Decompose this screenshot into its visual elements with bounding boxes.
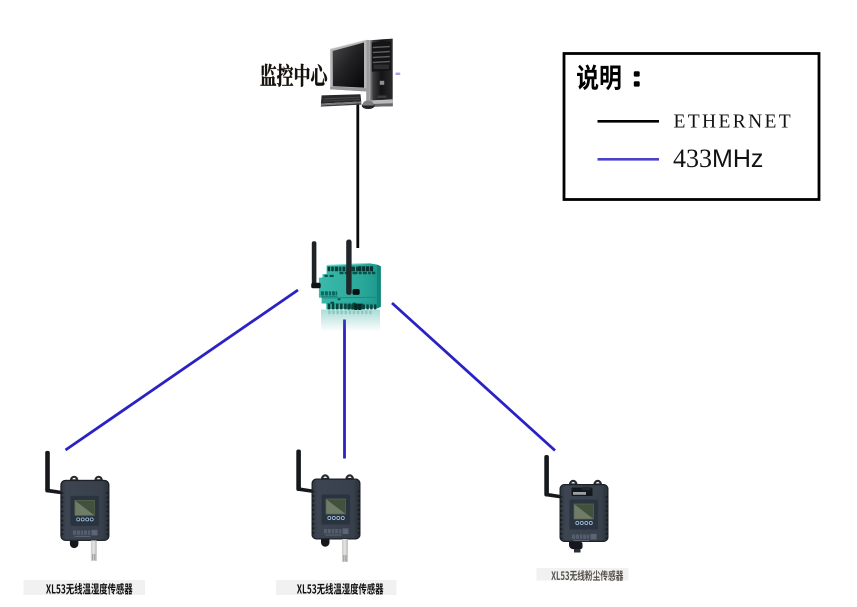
svg-text:ETHERNET: ETHERNET bbox=[674, 111, 794, 132]
svg-text:433MHz: 433MHz bbox=[673, 144, 763, 173]
